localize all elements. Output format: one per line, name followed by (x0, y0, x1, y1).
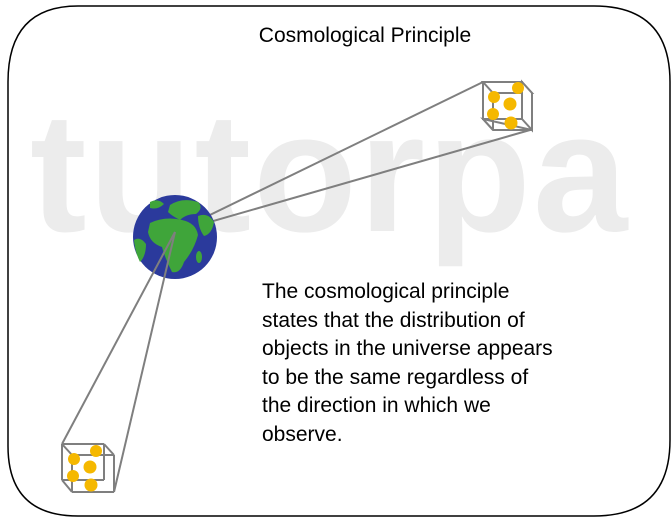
page-title: Cosmological Principle (258, 24, 472, 47)
rounded-frame (7, 5, 671, 517)
description-line: to be the same regardless of (262, 365, 529, 389)
description-line: the direction in which we (262, 394, 491, 417)
description-line: states that the distribution of (262, 308, 525, 332)
sight-lines-upper (174, 81, 531, 233)
description-line: objects in the universe appears (262, 337, 553, 360)
earth-icon (133, 195, 217, 279)
galaxy-cube-icon (61, 443, 115, 493)
description-line: The cosmological principle (262, 280, 510, 303)
galaxy-cube-icon (480, 79, 535, 133)
description-text: The cosmological principle states that t… (262, 278, 662, 449)
sight-lines-lower (61, 231, 176, 493)
description-line: observe. (262, 422, 343, 446)
